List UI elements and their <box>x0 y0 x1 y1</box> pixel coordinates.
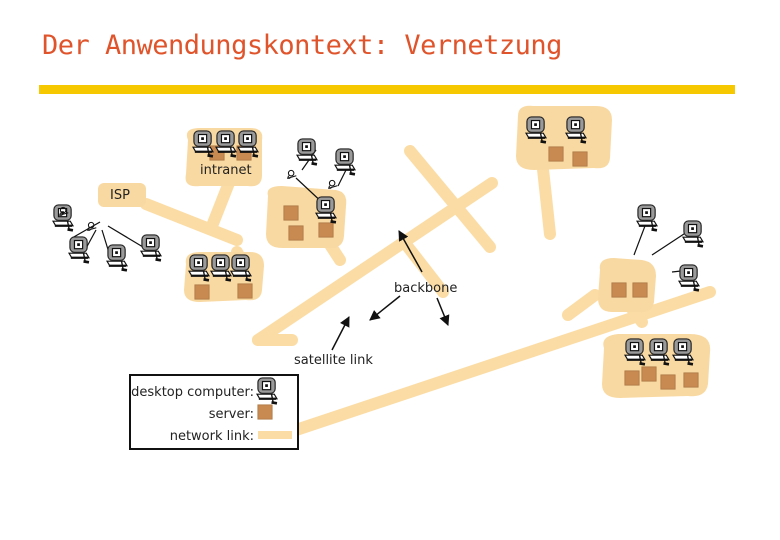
legend-link-swatch <box>258 431 292 439</box>
server-icon <box>318 222 334 238</box>
desktop-computer-icon <box>215 130 237 158</box>
desktop-computer-icon <box>525 116 547 144</box>
desktop-computer-icon <box>68 236 90 264</box>
server-icon <box>632 282 648 298</box>
intranet-label: intranet <box>200 163 252 178</box>
desktop-computer-icon <box>230 254 252 282</box>
desktop-computer-icon <box>682 220 704 248</box>
desktop-computer-icon <box>188 254 210 282</box>
desktop-computer-icon <box>210 254 232 282</box>
backbone-arrow-up <box>398 230 423 273</box>
desktop-computer-icon <box>648 338 670 366</box>
title-rule <box>39 85 735 94</box>
server-icon <box>611 282 627 298</box>
server-icon <box>641 366 657 382</box>
server-icon <box>624 370 640 386</box>
legend-server-label: server: <box>209 407 254 422</box>
desktop-computer-icon <box>296 138 318 166</box>
desktop-computer-icon <box>192 130 214 158</box>
desktop-computer-icon <box>315 196 337 224</box>
desktop-computer-icon <box>256 377 278 405</box>
desktop-computer-icon <box>565 116 587 144</box>
desktop-computer-icon <box>624 338 646 366</box>
backbone-label: backbone <box>394 281 457 296</box>
server-icon <box>194 284 210 300</box>
backbone-arrow-left <box>369 295 401 321</box>
server-icon <box>572 151 588 167</box>
legend: desktop computer: server: network link: <box>129 374 299 450</box>
arrows <box>331 230 450 351</box>
server-icon <box>548 146 564 162</box>
desktop-computer-icon <box>140 234 162 262</box>
modem-icon <box>328 179 338 189</box>
server-icon <box>660 374 676 390</box>
server-icon <box>257 404 273 420</box>
server-icon <box>683 372 699 388</box>
desktop-computer-icon <box>237 130 259 158</box>
desktop-computer-icon <box>52 204 74 232</box>
server-icon <box>237 283 253 299</box>
isp-cloud <box>98 183 146 207</box>
legend-link-label: network link: <box>170 429 254 444</box>
slide-title: Der Anwendungskontext: Vernetzung <box>42 30 562 61</box>
node-cloud-right <box>598 258 656 313</box>
satellite-link-label: satellite link <box>294 353 373 368</box>
desktop-computer-icon <box>672 338 694 366</box>
desktop-computer-icon <box>106 244 128 272</box>
desktop-computer-icon <box>678 264 700 292</box>
backbone-arrow-down <box>436 297 450 326</box>
desktop-computer-icon <box>636 204 658 232</box>
desktop-computer-icon <box>334 148 356 176</box>
satellite-arrow <box>331 316 350 351</box>
server-icon <box>288 225 304 241</box>
modem-icon <box>287 169 297 179</box>
legend-desktop-label: desktop computer: <box>131 385 254 400</box>
isp-label: ISP <box>110 188 130 203</box>
server-icon <box>283 205 299 221</box>
